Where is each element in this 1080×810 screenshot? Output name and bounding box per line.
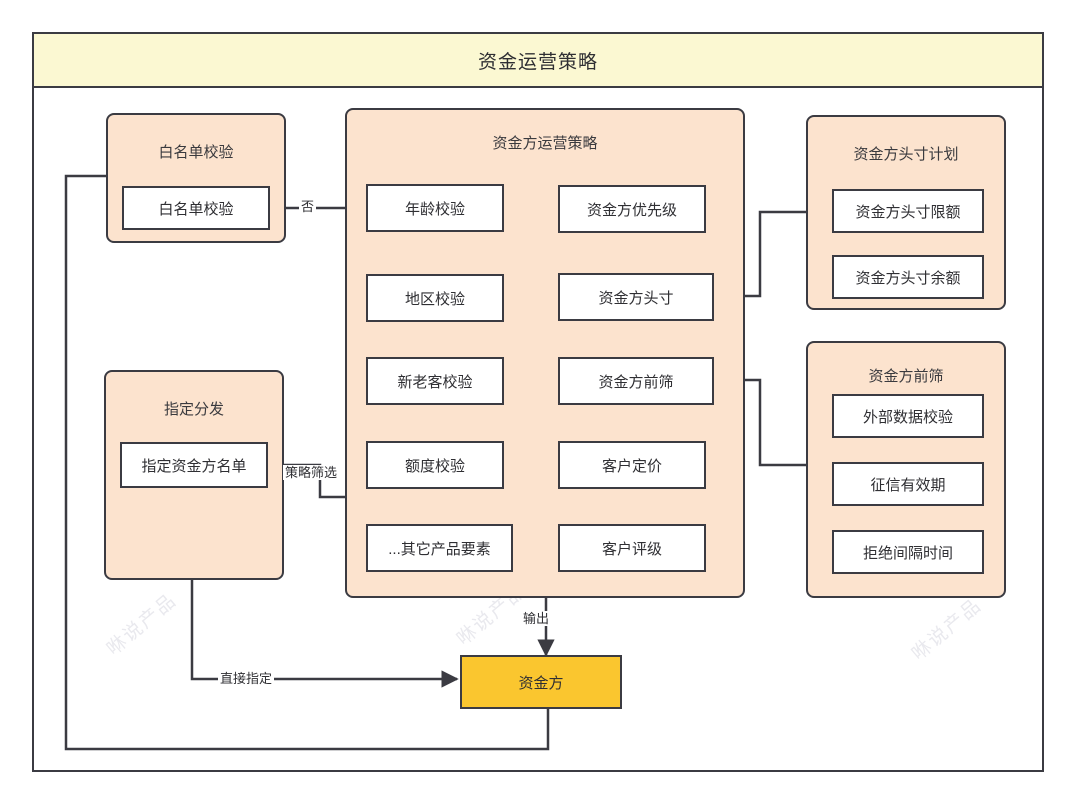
node-quota-check[interactable]: 额度校验	[366, 441, 504, 489]
edge-label-direct-assign: 直接指定	[218, 671, 275, 686]
node-whitelist-check[interactable]: 白名单校验	[122, 186, 270, 230]
node-funder-priority[interactable]: 资金方优先级	[558, 185, 706, 233]
edge-label-policy-filter: 策略筛选	[283, 465, 340, 480]
node-credit-validity[interactable]: 征信有效期	[832, 462, 984, 506]
node-customer-pricing[interactable]: 客户定价	[558, 441, 706, 489]
node-reject-interval[interactable]: 拒绝间隔时间	[832, 530, 984, 574]
node-age-check[interactable]: 年龄校验	[366, 184, 504, 232]
node-funder-position[interactable]: 资金方头寸	[558, 273, 714, 321]
page-title: 资金运营策略	[32, 32, 1044, 88]
group-position-plan-title: 资金方头寸计划	[853, 146, 959, 163]
group-designated-title: 指定分发	[163, 401, 224, 418]
node-external-data-check[interactable]: 外部数据校验	[832, 394, 984, 438]
node-designated-list[interactable]: 指定资金方名单	[120, 442, 268, 488]
node-position-balance[interactable]: 资金方头寸余额	[832, 255, 984, 299]
node-funder-output[interactable]: 资金方	[460, 655, 622, 709]
edge-label-output: 输出	[521, 611, 552, 626]
group-whitelist-title: 白名单校验	[158, 144, 234, 161]
node-region-check[interactable]: 地区校验	[366, 274, 504, 322]
group-core-title: 资金方运营策略	[492, 135, 598, 152]
node-funder-prescreen[interactable]: 资金方前筛	[558, 357, 714, 405]
node-other-product-factors[interactable]: ...其它产品要素	[366, 524, 513, 572]
group-prescreen-title: 资金方前筛	[868, 368, 944, 385]
edge-label-no: 否	[299, 199, 317, 214]
node-customer-rating[interactable]: 客户评级	[558, 524, 706, 572]
node-position-limit[interactable]: 资金方头寸限额	[832, 189, 984, 233]
node-newold-check[interactable]: 新老客校验	[366, 357, 504, 405]
